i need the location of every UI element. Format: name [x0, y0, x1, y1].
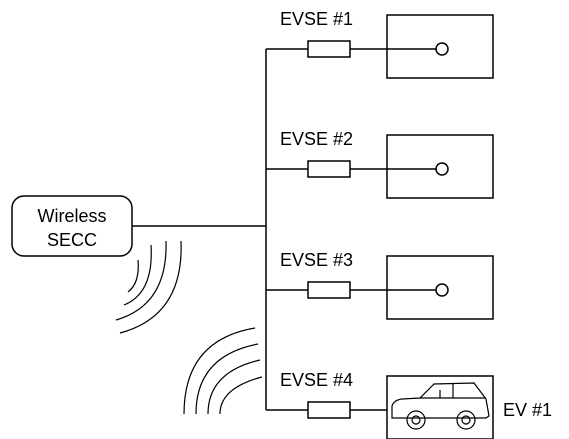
charging-outlet-icon — [435, 162, 449, 176]
wireless-secc-label-line2: SECC — [47, 230, 97, 250]
evse-4-charger-box — [386, 375, 494, 439]
charging-outlet-icon — [435, 283, 449, 297]
evse-1-charger-box — [386, 14, 494, 79]
evse-2-cable-fuse — [307, 160, 351, 178]
evse-unit-3: EVSE #3 — [266, 250, 494, 320]
evse-unit-1: EVSE #1 — [266, 9, 494, 79]
evse-3-cable-fuse — [307, 281, 351, 299]
wireless-signal-icon — [183, 327, 263, 415]
evse-2-charger-box — [386, 134, 494, 199]
bus-lines — [132, 49, 267, 410]
evse-3-charger-box — [386, 255, 494, 320]
evse-1-label: EVSE #1 — [280, 9, 353, 29]
wireless-secc-node: Wireless SECC — [11, 195, 133, 257]
wireless-secc-label-line1: Wireless — [37, 206, 106, 226]
charging-outlet-icon — [435, 42, 449, 56]
car-icon — [391, 382, 490, 430]
evse-3-label: EVSE #3 — [280, 250, 353, 270]
ev-1-label: EV #1 — [503, 400, 552, 420]
evse-1-cable-fuse — [307, 40, 351, 58]
evse-2-label: EVSE #2 — [280, 129, 353, 149]
wireless-signal-icon — [115, 240, 182, 334]
evse-4-cable-fuse — [307, 401, 351, 419]
evse-unit-2: EVSE #2 — [266, 129, 494, 199]
evse-unit-4: EVSE #4 EV #1 — [266, 370, 552, 439]
evse-4-label: EVSE #4 — [280, 370, 353, 390]
